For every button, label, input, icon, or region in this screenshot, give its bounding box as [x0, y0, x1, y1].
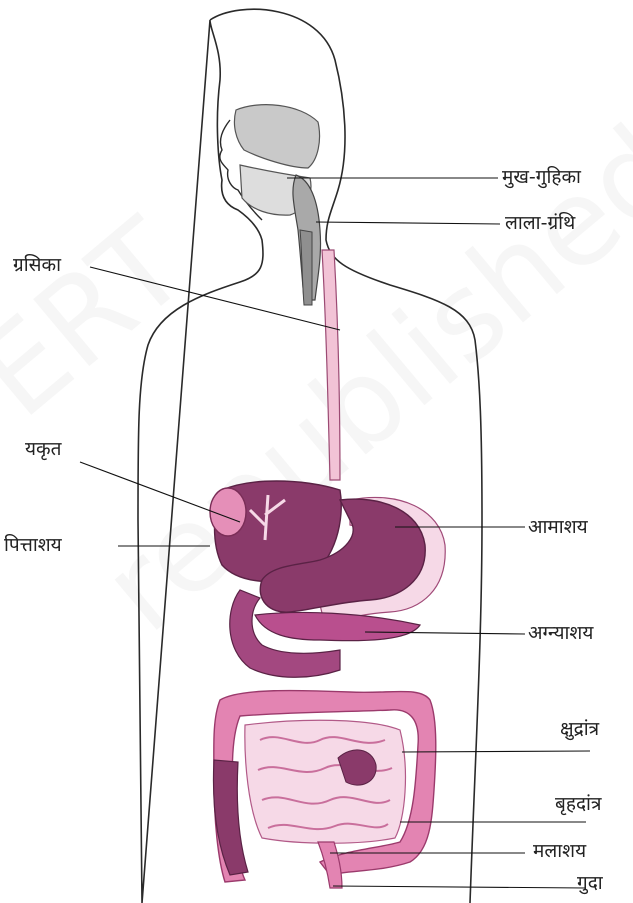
- nasal-cavity: [234, 105, 319, 168]
- esophagus: [322, 250, 340, 480]
- label-pancreas: अग्न्याशय: [528, 622, 593, 644]
- label-salivary-gland: लाला-ग्रंथि: [505, 212, 575, 234]
- label-liver: यकृत: [25, 438, 61, 460]
- label-large-intestine: बृहदांत्र: [555, 793, 601, 815]
- label-small-intestine: क्षुद्रांत्र: [560, 718, 599, 740]
- label-anus: गुदा: [577, 872, 603, 894]
- cecum: [213, 760, 248, 875]
- pancreas: [255, 612, 420, 640]
- trachea: [300, 230, 312, 305]
- label-esophagus: ग्रसिका: [13, 254, 61, 276]
- label-mouth: मुख-गुहिका: [502, 166, 581, 188]
- gallbladder: [210, 488, 246, 536]
- label-gallbladder: पित्ताशय: [4, 534, 62, 556]
- label-stomach: आमाशय: [528, 516, 588, 538]
- label-rectum: मलाशय: [533, 840, 586, 862]
